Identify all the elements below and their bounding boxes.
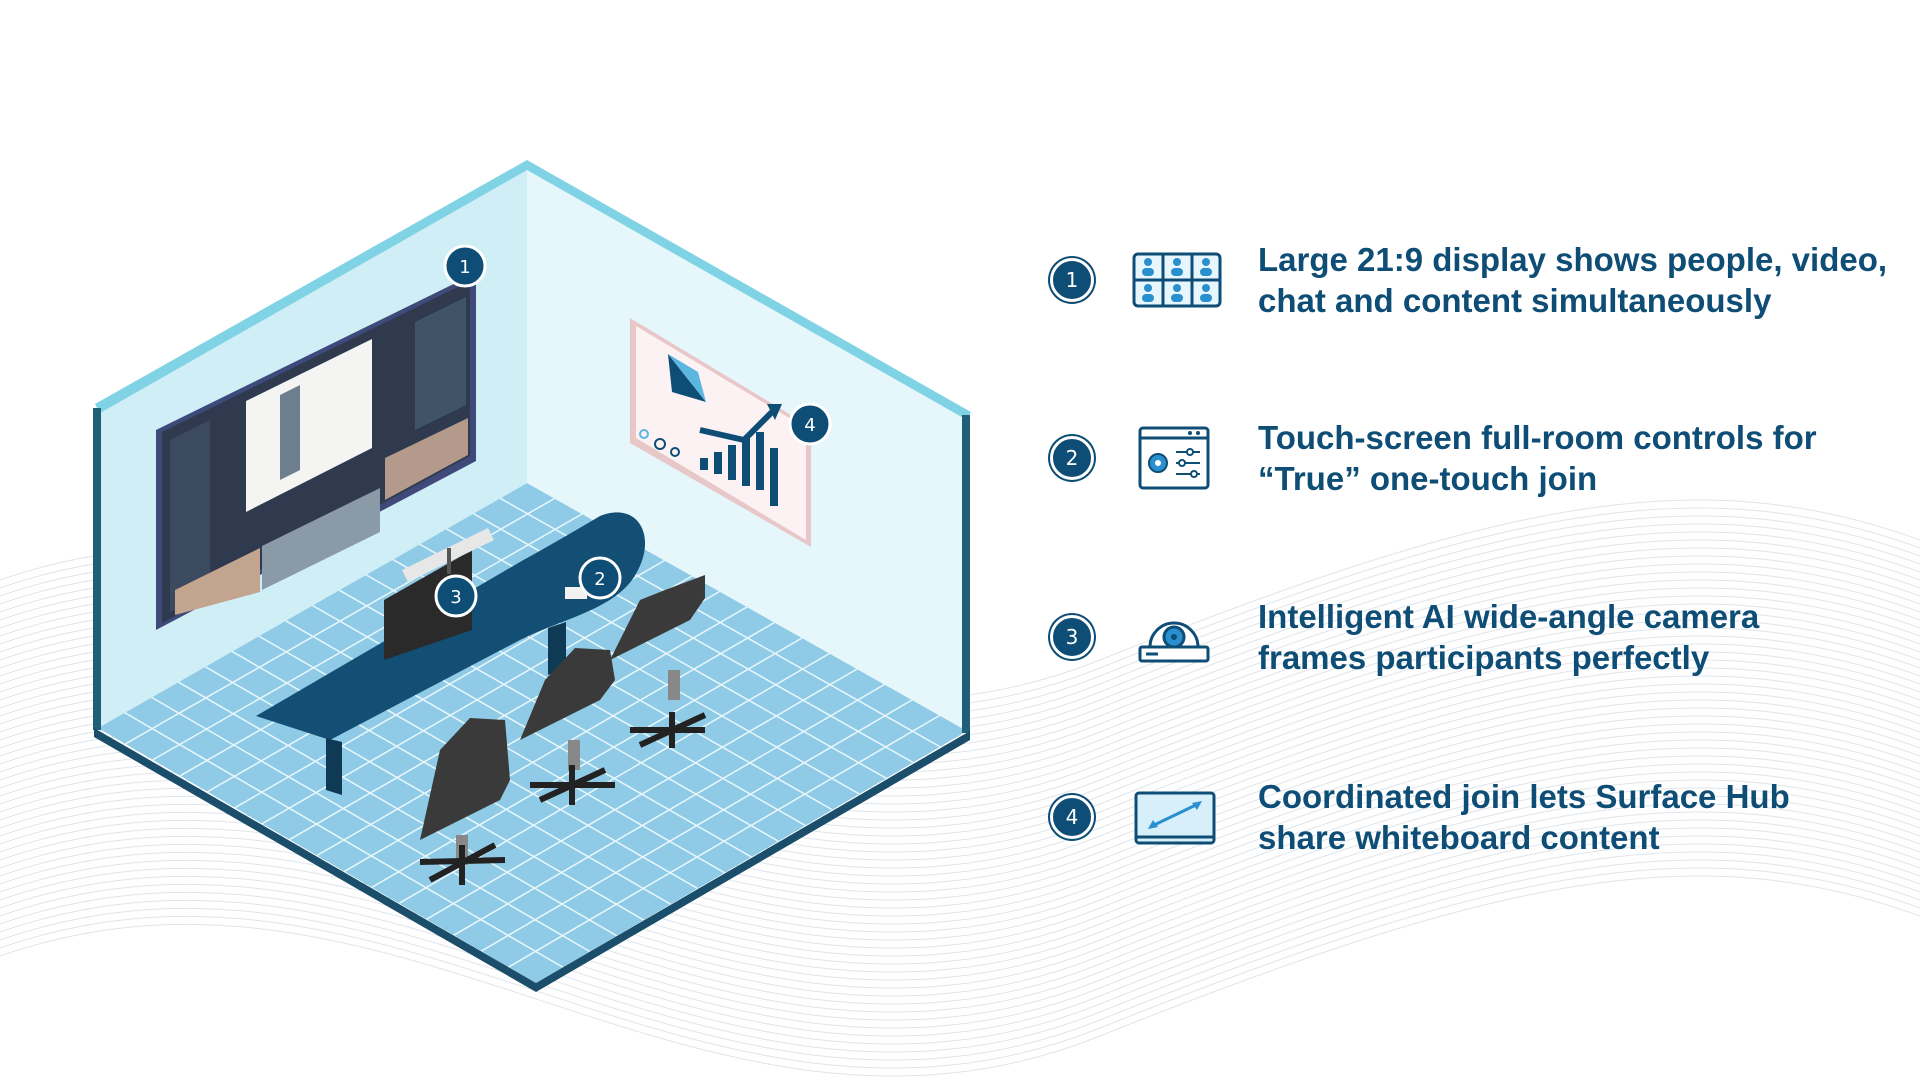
whiteboard-share-icon — [1134, 791, 1216, 845]
room-callout-3: 3 — [434, 574, 478, 618]
svg-text:1: 1 — [459, 257, 470, 278]
wave-line — [0, 867, 1920, 1069]
wave-line — [0, 827, 1920, 1029]
ai-camera-icon — [1138, 621, 1210, 663]
feature-description: Touch-screen full-room controls for “Tru… — [1258, 419, 1817, 497]
feature-item-whiteboard: 4 Coordinated join lets Surface Hub shar… — [1050, 762, 1890, 872]
room-callout-2: 2 — [578, 556, 622, 600]
feature-list: 1 Large 21:9 display shows people, video… — [1050, 225, 1890, 865]
floor-grid-line — [343, 621, 775, 873]
feature-number-badge: 4 — [1050, 795, 1094, 839]
feature-description: Intelligent AI wide-angle camera frames … — [1258, 598, 1760, 676]
whiteboard — [630, 318, 811, 547]
wave-line — [0, 811, 1920, 1013]
floor-grid-line — [453, 683, 885, 936]
wave-line — [0, 819, 1920, 1021]
wave-line — [0, 843, 1920, 1045]
feature-description: Coordinated join lets Surface Hub share … — [1258, 778, 1790, 856]
left-wall-edge — [93, 408, 101, 730]
wave-line — [0, 851, 1920, 1053]
svg-text:4: 4 — [804, 415, 815, 436]
svg-text:2: 2 — [594, 569, 605, 590]
feature-item-controls: 2 Touch-screen full-room controls for “T… — [1050, 403, 1890, 513]
floor-grid-line — [371, 637, 803, 889]
chair — [419, 718, 510, 885]
floor-grid-line — [426, 668, 858, 920]
touch-control-settings-icon — [1138, 426, 1210, 490]
floor-grid-line — [508, 714, 940, 968]
room-callout-4: 4 — [788, 402, 832, 446]
meeting-room-illustration: 1 2 3 4 — [93, 160, 971, 992]
video-grid-display-icon — [1132, 252, 1222, 308]
feature-number-badge: 3 — [1050, 615, 1094, 659]
feature-number-badge: 2 — [1050, 436, 1094, 480]
chair — [610, 575, 707, 748]
chairs — [419, 575, 707, 885]
room-callout-1: 1 — [443, 244, 487, 288]
feature-item-camera: 3 Intelligent AI wide-angle camera frame… — [1050, 582, 1890, 692]
chair — [520, 648, 615, 805]
feature-number-badge: 1 — [1050, 258, 1094, 302]
wave-line — [0, 835, 1920, 1037]
camera-bar — [402, 528, 494, 582]
large-display — [156, 273, 476, 630]
floor-grid-line — [480, 699, 913, 952]
wave-line — [0, 875, 1920, 1077]
feature-item-display: 1 Large 21:9 display shows people, video… — [1050, 225, 1890, 335]
right-wall-edge — [962, 415, 970, 733]
feature-description: Large 21:9 display shows people, video, … — [1258, 241, 1888, 319]
svg-text:3: 3 — [450, 587, 461, 608]
wave-line — [0, 859, 1920, 1061]
